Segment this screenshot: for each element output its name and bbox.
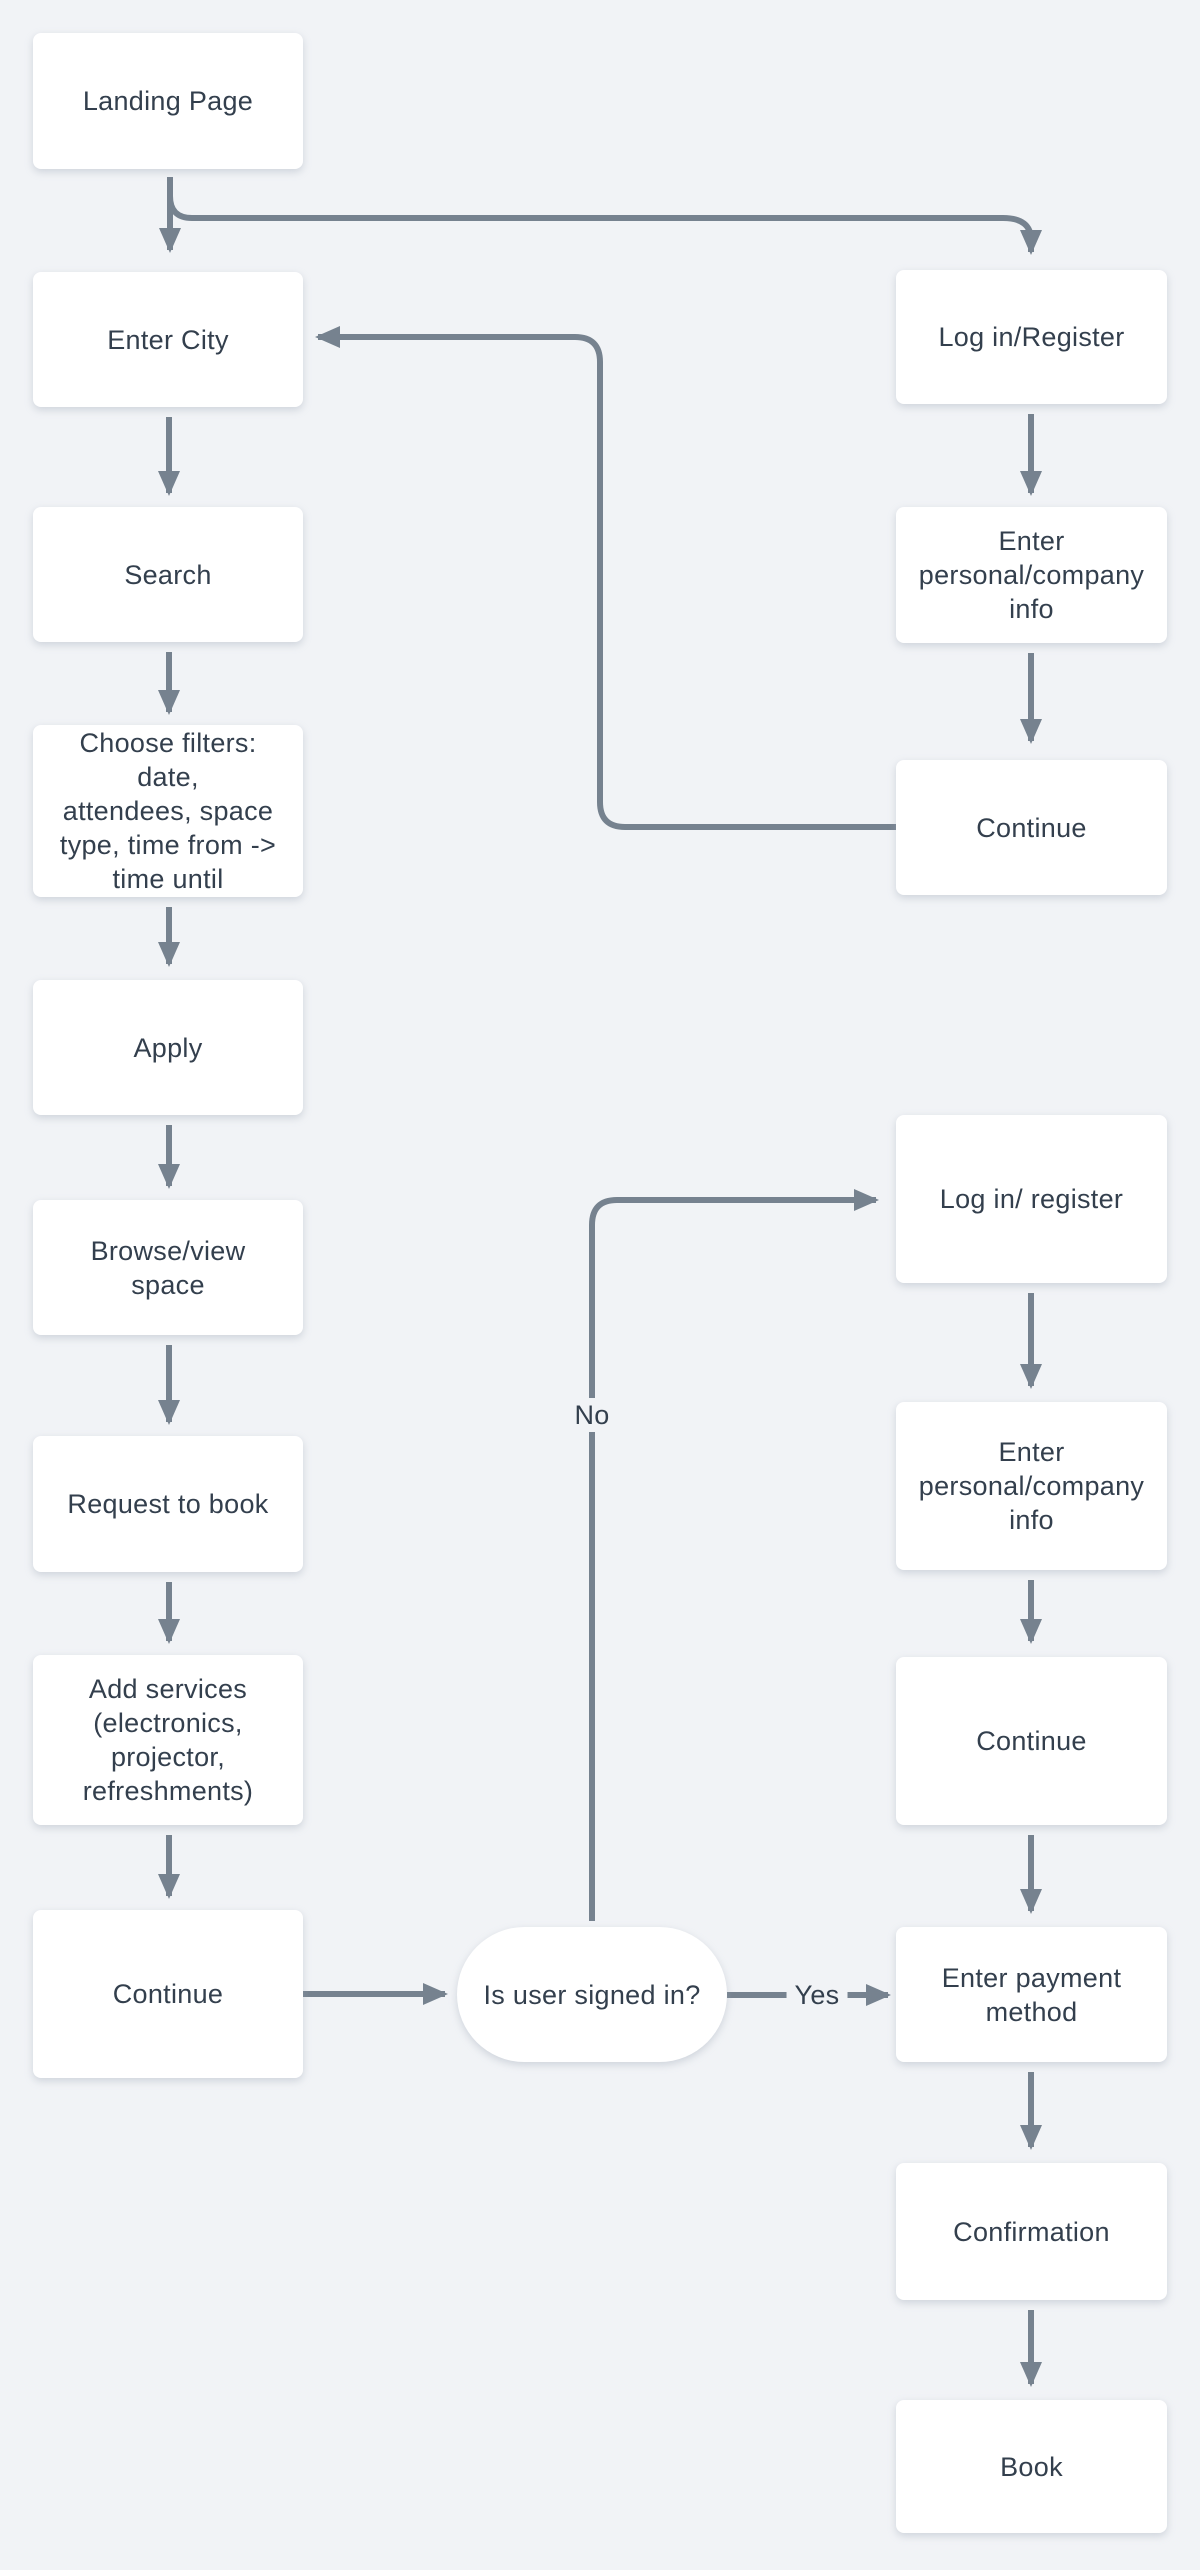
node-choose-filters: Choose filters: date, attendees, space t…: [33, 725, 303, 897]
node-enter-city: Enter City: [33, 272, 303, 407]
edge-label-no: No: [566, 1398, 618, 1432]
node-enter-personal-info-top: Enter personal/company info: [896, 507, 1167, 643]
node-continue-left: Continue: [33, 1910, 303, 2078]
node-landing-page: Landing Page: [33, 33, 303, 169]
node-login-register-bottom: Log in/ register: [896, 1115, 1167, 1283]
node-browse-view-space: Browse/view space: [33, 1200, 303, 1335]
node-login-register-top: Log in/Register: [896, 270, 1167, 404]
node-continue-bottom: Continue: [896, 1657, 1167, 1825]
node-enter-personal-info-bottom: Enter personal/company info: [896, 1402, 1167, 1570]
node-request-to-book: Request to book: [33, 1436, 303, 1572]
node-book: Book: [896, 2400, 1167, 2533]
edge-continue-top-to-enter-city: [315, 326, 896, 830]
node-apply: Apply: [33, 980, 303, 1115]
node-add-services: Add services (electronics, projector, re…: [33, 1655, 303, 1825]
node-continue-top: Continue: [896, 760, 1167, 895]
node-enter-payment-method: Enter payment method: [896, 1927, 1167, 2062]
node-search: Search: [33, 507, 303, 642]
edge-landing-to-login-register: [167, 177, 1042, 255]
node-confirmation: Confirmation: [896, 2163, 1167, 2300]
decision-is-user-signed-in: Is user signed in?: [457, 1927, 727, 2062]
edge-decision-no-to-login: [589, 1189, 879, 1921]
edge-label-yes: Yes: [786, 1978, 848, 2012]
